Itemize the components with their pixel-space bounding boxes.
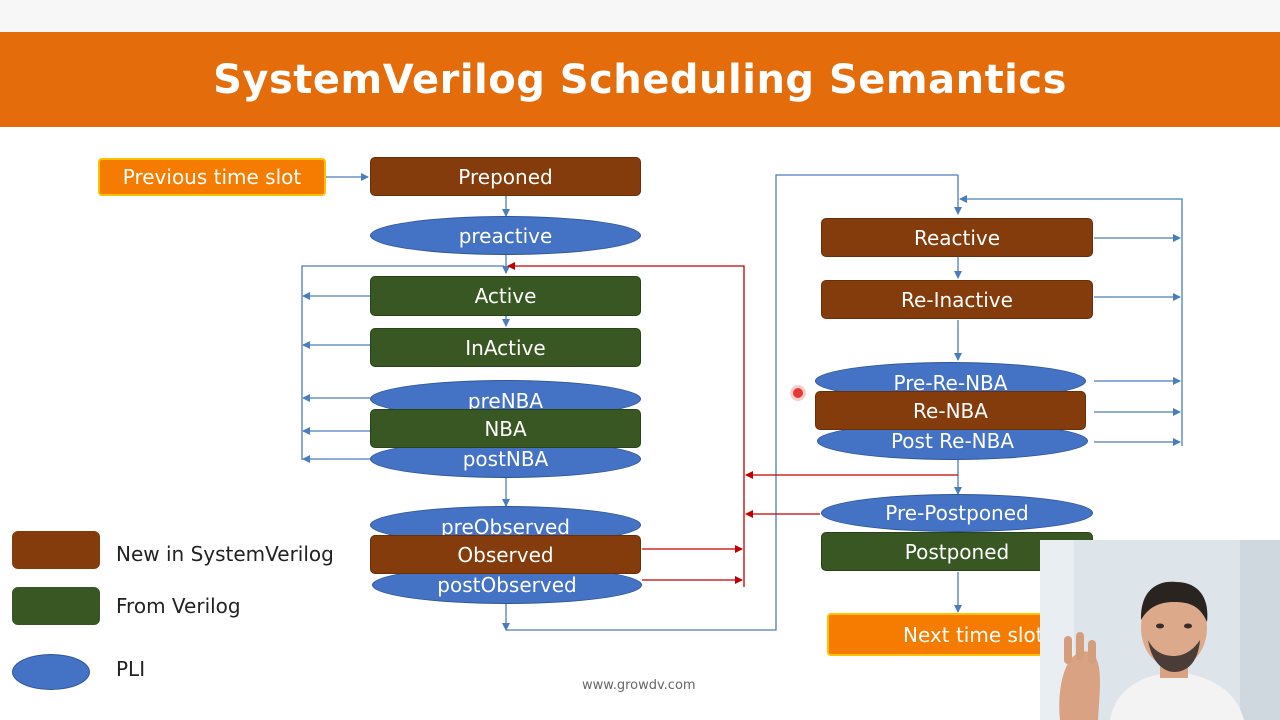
website-footer: www.growdv.com [582,678,696,693]
preponed-region: Preponed [370,157,641,196]
re-nba-region: Re-NBA [815,391,1086,430]
active-region: Active [370,276,641,316]
top-strip [0,0,1280,32]
pre-postponed-region: Pre-Postponed [821,494,1093,532]
nba-region: NBA [370,409,641,448]
legend-swatch-new-in-systemverilog [12,531,100,569]
title-bar: SystemVerilog Scheduling Semantics [0,32,1280,127]
slide-title: SystemVerilog Scheduling Semantics [213,56,1067,103]
presenter-webcam [1040,540,1280,720]
legend-label-from-verilog: From Verilog [116,594,241,618]
legend-label-pli: PLI [116,657,146,681]
previous-time-slot-box: Previous time slot [98,158,326,196]
preactive-region: preactive [370,216,641,255]
legend-label-new-in-systemverilog: New in SystemVerilog [116,542,334,566]
observed-region: Observed [370,535,641,574]
reinactive-region: Re-Inactive [821,280,1093,319]
inactive-region: InActive [370,328,641,367]
laser-pointer-dot [793,388,803,398]
presenter-image [1040,540,1280,720]
reactive-region: Reactive [821,218,1093,257]
legend-swatch-pli [12,654,90,690]
legend-swatch-from-verilog [12,587,100,625]
